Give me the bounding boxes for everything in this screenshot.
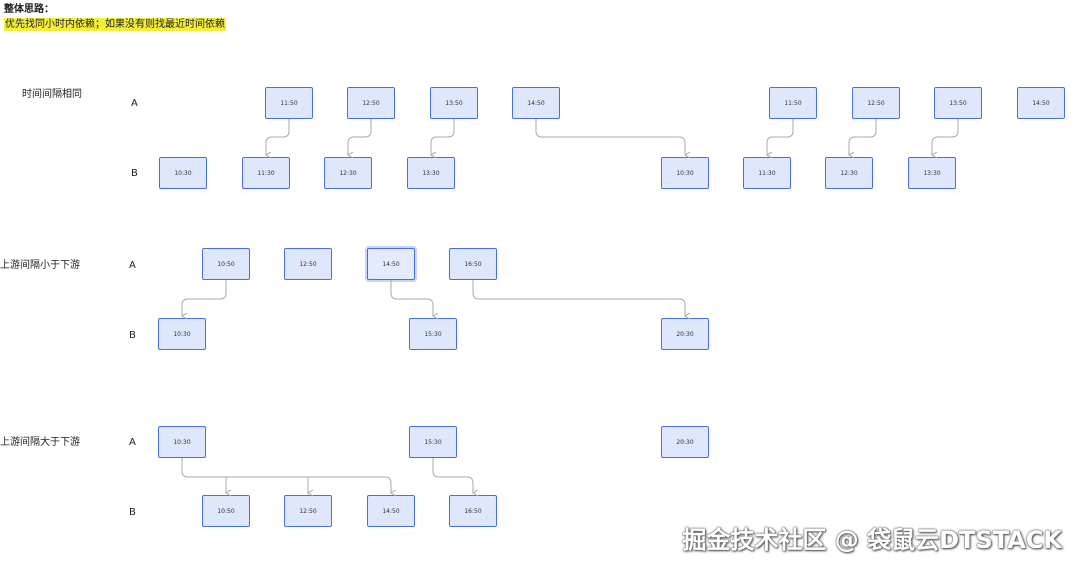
node-a[interactable]: 14:50 — [1017, 87, 1065, 119]
dependency-arrow — [432, 458, 473, 493]
node-b[interactable]: 15:30 — [409, 318, 457, 350]
scenario-label-same-interval: 时间间隔相同 — [22, 89, 82, 100]
node-b[interactable]: 12:50 — [284, 495, 332, 527]
node-b[interactable]: 11:30 — [743, 157, 791, 189]
watermark: 掘金技术社区 @ 袋鼠云DTSTACK — [682, 526, 1062, 554]
node-b[interactable]: 12:30 — [324, 157, 372, 189]
node-b[interactable]: 16:50 — [449, 495, 497, 527]
row-label-b: B — [129, 330, 136, 341]
highlighted-summary-note: 优先找同小时内依赖；如果没有则找最近时间依赖 — [4, 18, 226, 31]
dependency-arrow — [472, 280, 685, 316]
row-label-a: A — [129, 437, 136, 448]
dependency-arrow — [348, 119, 372, 155]
dependency-arrow — [431, 119, 455, 155]
node-a[interactable]: 14:50 — [512, 87, 560, 119]
dependency-arrow — [266, 119, 290, 155]
dependency-arrow — [182, 280, 227, 316]
row-label-b: B — [131, 168, 138, 179]
scenario-label-upstream-smaller: 上游间隔小于下游 — [0, 260, 80, 271]
node-a[interactable]: 13:50 — [934, 87, 982, 119]
node-b[interactable]: 10:30 — [661, 157, 709, 189]
node-b[interactable]: 10:30 — [158, 318, 206, 350]
node-b[interactable]: 13:30 — [407, 157, 455, 189]
node-a[interactable]: 10:50 — [202, 248, 250, 280]
node-a[interactable]: 12:50 — [852, 87, 900, 119]
node-a[interactable]: 12:50 — [284, 248, 332, 280]
node-b[interactable]: 11:30 — [242, 157, 290, 189]
row-label-a: A — [129, 260, 136, 271]
node-a[interactable]: 13:50 — [430, 87, 478, 119]
dependency-arrow — [390, 280, 433, 316]
node-a[interactable]: 11:50 — [265, 87, 313, 119]
scenario-label-upstream-larger: 上游间隔大于下游 — [0, 437, 80, 448]
dependency-arrow — [849, 119, 877, 155]
node-b[interactable]: 10:50 — [202, 495, 250, 527]
row-label-a: A — [131, 98, 138, 109]
node-b[interactable]: 12:30 — [825, 157, 873, 189]
row-label-b: B — [129, 507, 136, 518]
dependency-arrow — [535, 119, 685, 155]
node-a[interactable]: 12:50 — [347, 87, 395, 119]
node-a[interactable]: 10:30 — [158, 426, 206, 458]
node-b[interactable]: 14:50 — [367, 495, 415, 527]
dependency-arrow — [767, 119, 794, 155]
page-title: 整体思路： — [4, 4, 54, 15]
node-b[interactable]: 10:30 — [159, 157, 207, 189]
dependency-arrow — [932, 119, 959, 155]
node-a[interactable]: 14:50 — [367, 248, 415, 280]
node-a[interactable]: 20:30 — [661, 426, 709, 458]
node-a[interactable]: 15:30 — [409, 426, 457, 458]
node-a[interactable]: 11:50 — [769, 87, 817, 119]
node-a[interactable]: 16:50 — [449, 248, 497, 280]
node-b[interactable]: 13:30 — [908, 157, 956, 189]
node-b[interactable]: 20:30 — [661, 318, 709, 350]
dependency-arrow — [181, 458, 391, 493]
